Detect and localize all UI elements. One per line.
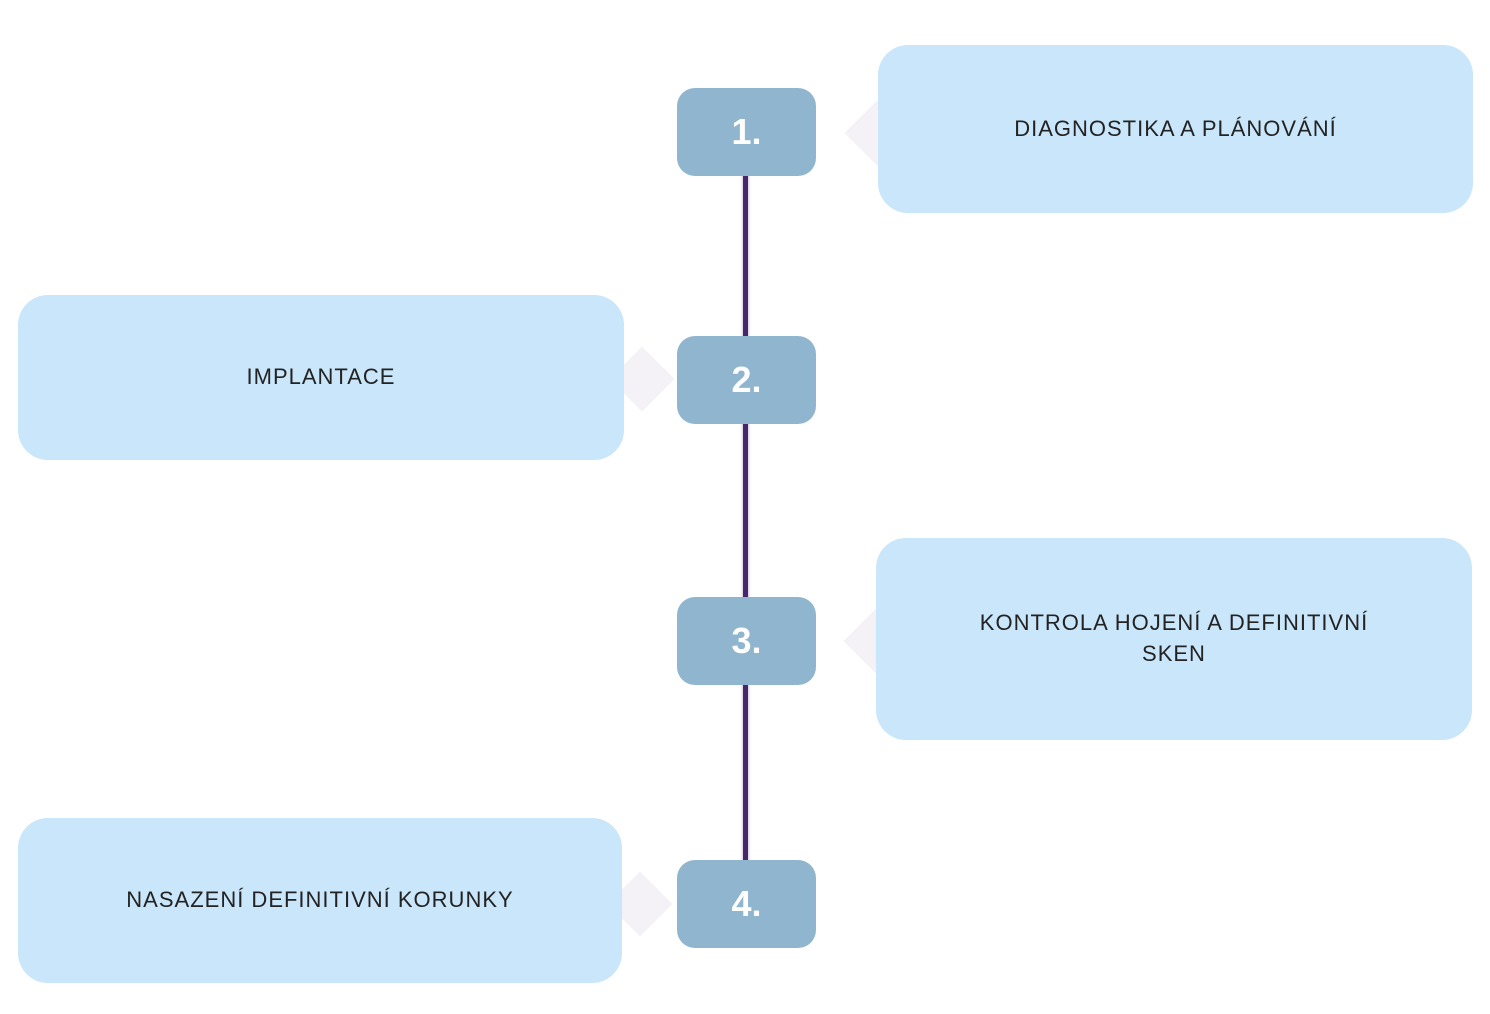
step-1-number: 1.: [731, 111, 762, 152]
step-4-label: NASAZENÍ DEFINITIVNÍ KORUNKY: [126, 887, 514, 913]
step-3-label-bubble: KONTROLA HOJENÍ A DEFINITIVNÍ SKEN: [876, 538, 1472, 740]
step-4-number: 4.: [731, 883, 762, 924]
step-1-label: DIAGNOSTIKA A PLÁNOVÁNÍ: [1014, 115, 1337, 141]
step-1-number-box: 1.: [677, 88, 816, 176]
step-3-label: KONTROLA HOJENÍ A DEFINITIVNÍ SKEN: [979, 610, 1369, 666]
step-3-number: 3.: [731, 620, 762, 661]
step-2-label-bubble: IMPLANTACE: [18, 295, 624, 460]
step-4-number-box: 4.: [677, 860, 816, 948]
step-2-label: IMPLANTACE: [246, 364, 396, 390]
step-2-number-box: 2.: [677, 336, 816, 424]
step-3-number-box: 3.: [677, 597, 816, 685]
step-4-label-bubble: NASAZENÍ DEFINITIVNÍ KORUNKY: [18, 818, 622, 983]
step-2-number: 2.: [731, 359, 762, 400]
step-1-label-bubble: DIAGNOSTIKA A PLÁNOVÁNÍ: [878, 45, 1473, 213]
timeline-line: [743, 132, 748, 904]
